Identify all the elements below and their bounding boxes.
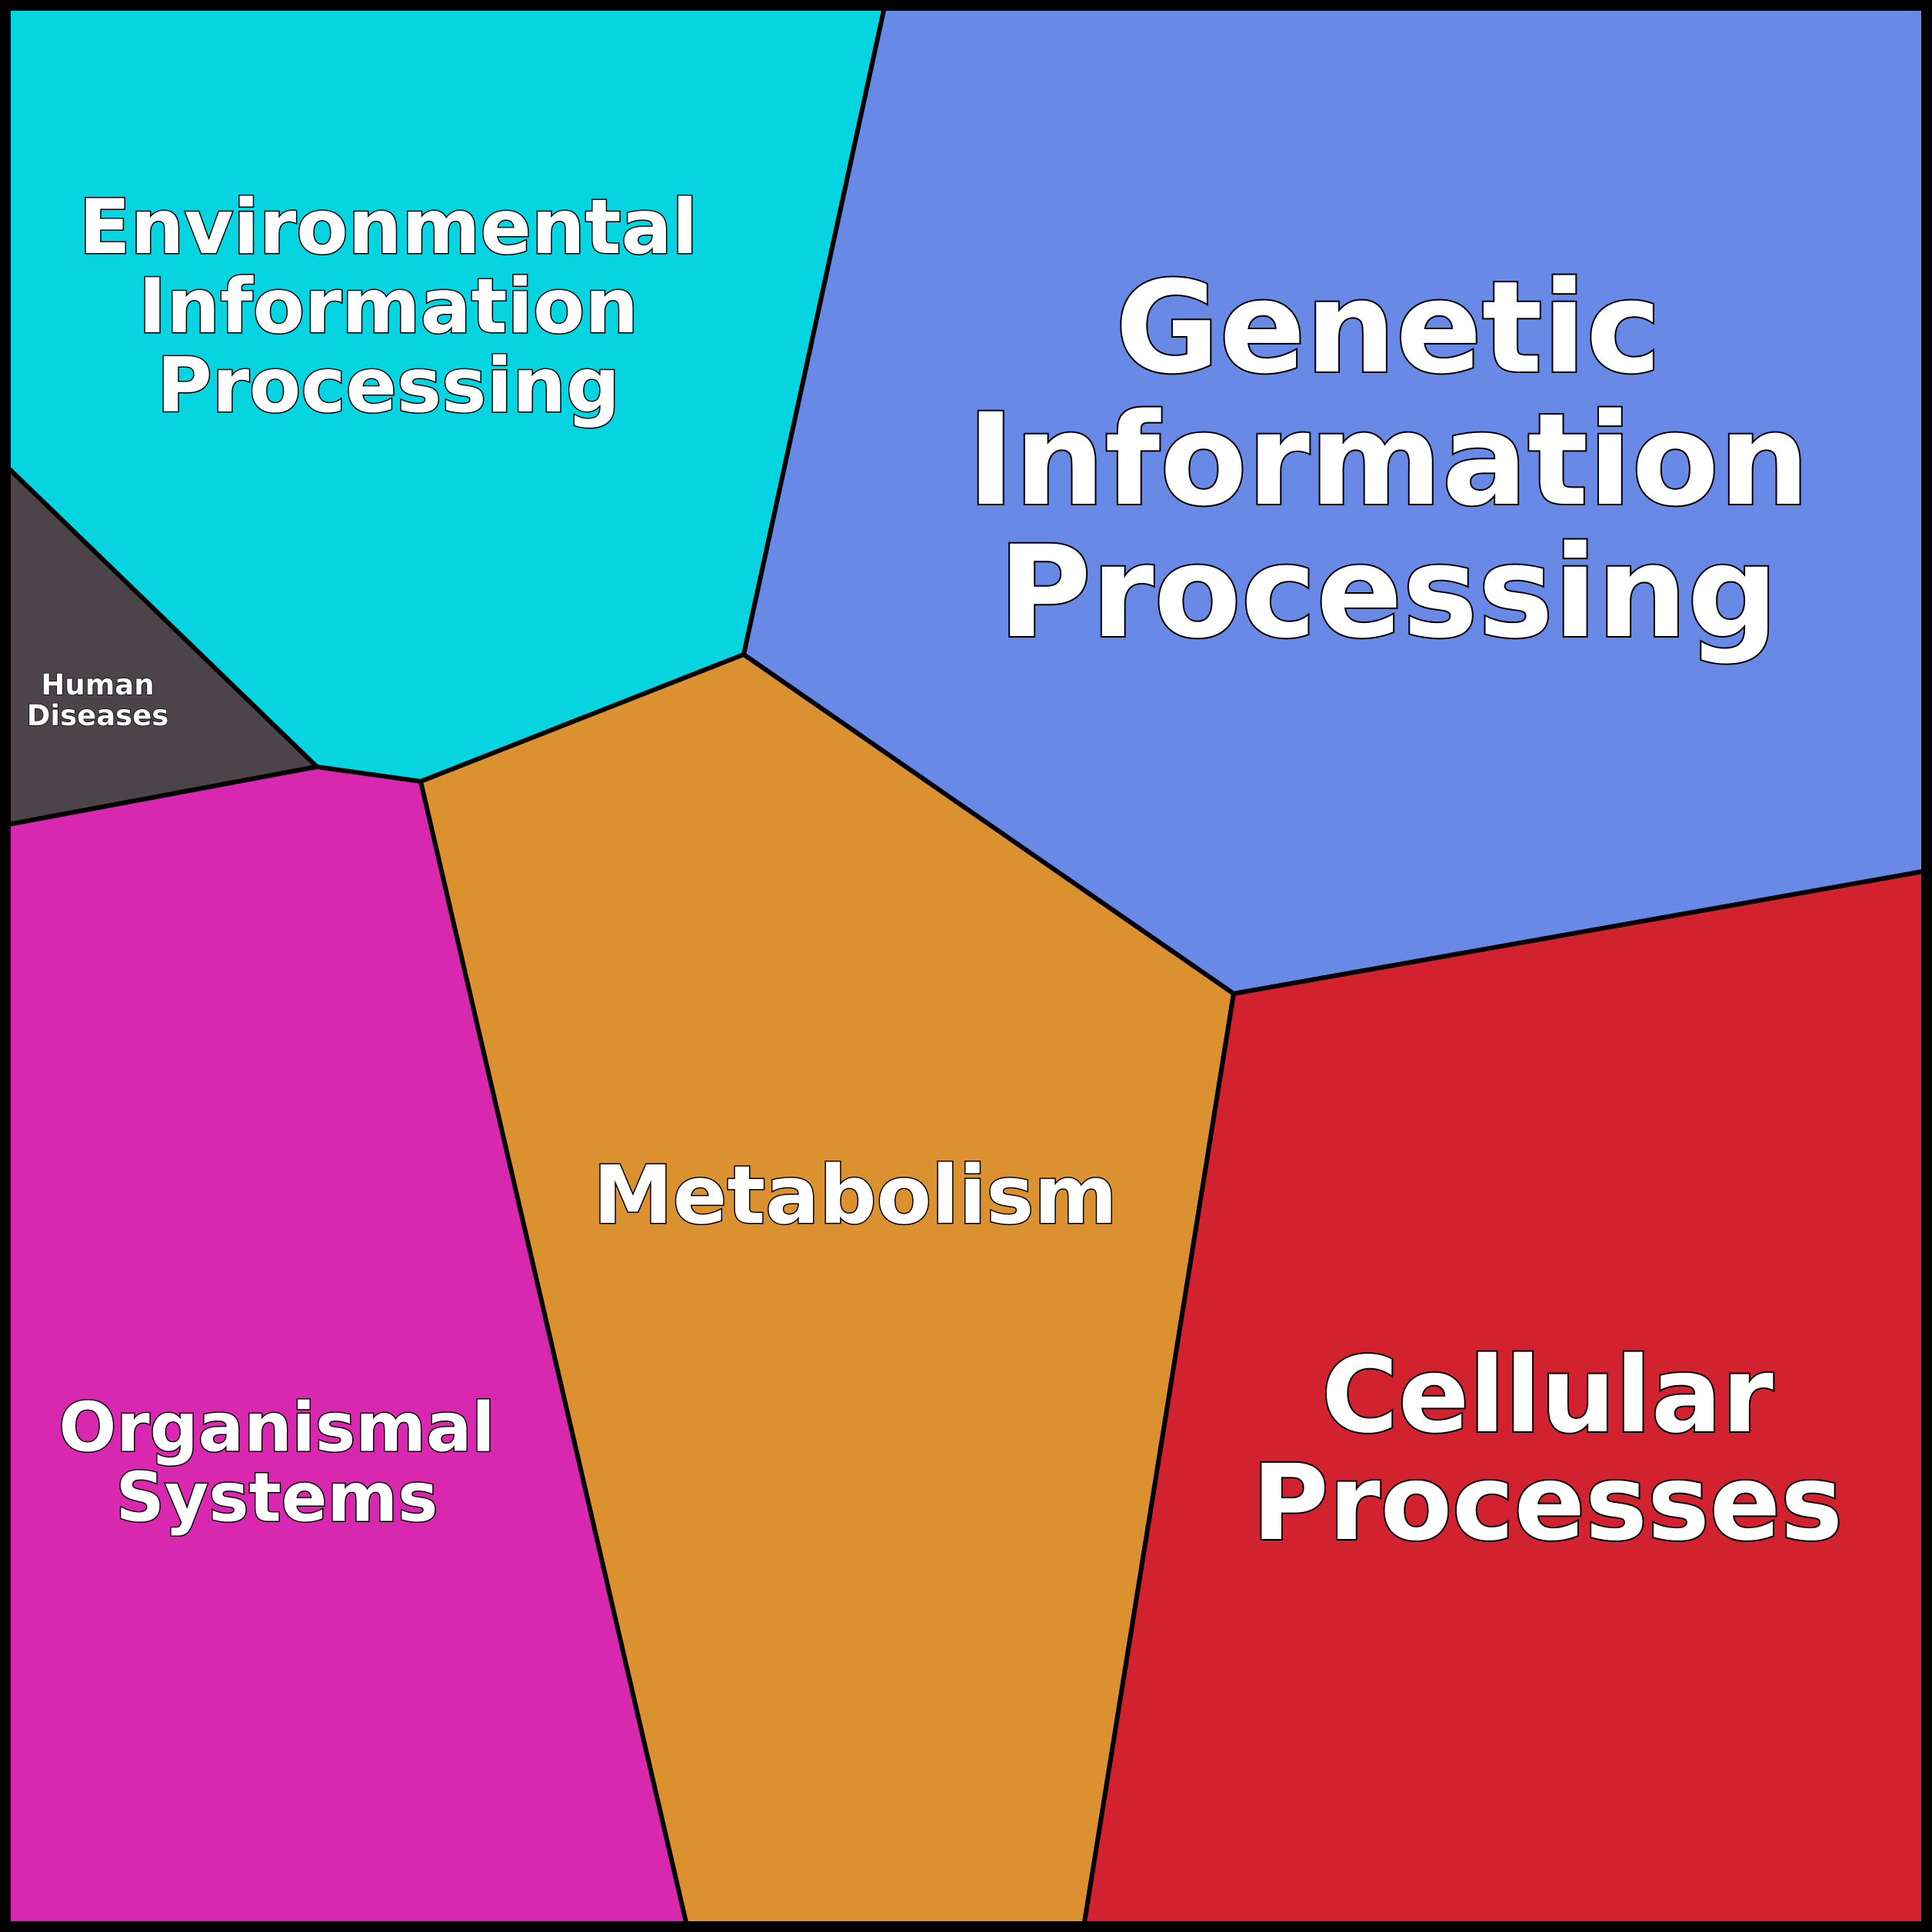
label-line-genetic-information-processing: Information	[968, 386, 1810, 534]
label-line-cellular-processes: Cellular	[1321, 1335, 1774, 1457]
label-line-environmental-information-processing: Environmental	[79, 184, 698, 271]
label-line-organismal-systems: Systems	[116, 1457, 438, 1537]
label-line-human-diseases: Diseases	[27, 699, 169, 732]
label-line-environmental-information-processing: Processing	[157, 342, 620, 430]
label-line-genetic-information-processing: Genetic	[1115, 254, 1661, 401]
label-line-environmental-information-processing: Information	[138, 263, 638, 351]
cell-cellular-processes	[1081, 868, 1932, 1932]
label-line-cellular-processes: Processes	[1252, 1443, 1843, 1564]
label-line-human-diseases: Human	[41, 668, 154, 701]
label-line-genetic-information-processing: Processing	[998, 518, 1778, 666]
label-metabolism: Metabolism	[593, 1148, 1117, 1242]
label-line-organismal-systems: Organismal	[58, 1387, 495, 1467]
label-line-metabolism: Metabolism	[593, 1148, 1117, 1242]
